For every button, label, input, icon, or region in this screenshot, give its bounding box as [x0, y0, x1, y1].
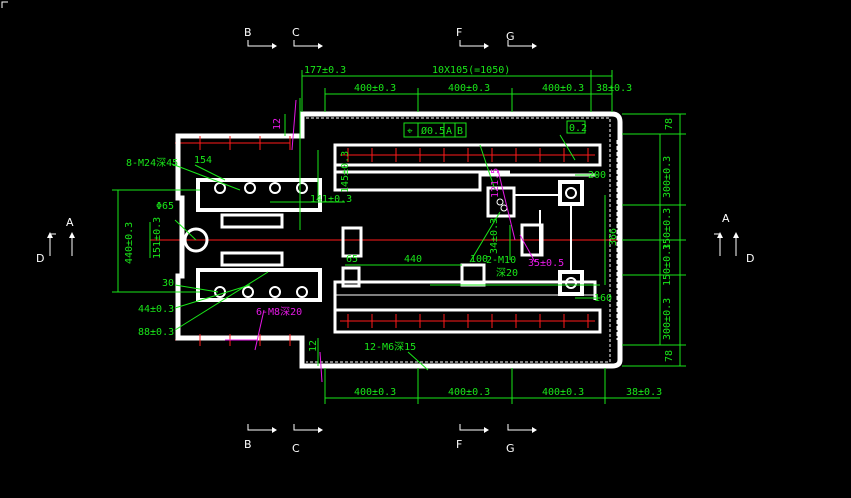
dim-440-mid: 440: [404, 254, 422, 265]
dim-35: 35±0.5: [528, 258, 564, 269]
dim-right-300-top: 300±0.3: [662, 156, 673, 198]
section-label-right-a: A: [722, 212, 730, 225]
dim-44: 44±0.3: [138, 304, 174, 315]
dim-top-span-3: 400±0.3: [542, 83, 584, 94]
tolerance-value: Ø0.5: [421, 125, 445, 137]
dim-200: 200: [588, 170, 606, 181]
dim-top-pitch: 10X105(=1050): [432, 65, 510, 76]
dim-top-right: 38±0.3: [596, 83, 632, 94]
dim-bottom-span-1: 400±0.3: [354, 387, 396, 398]
section-label-left-a: A: [66, 216, 74, 229]
dim-gap-12-top: 12: [272, 118, 283, 130]
dim-145: 145±0.3: [340, 151, 351, 193]
dim-right-150-bottom: 150±0.3: [662, 244, 673, 286]
dim-bottom-span-2: 400±0.3: [448, 387, 490, 398]
dim-top-offset: 177±0.3: [304, 65, 346, 76]
inner-features: [183, 143, 602, 334]
dim-right-300-bottom: 300±0.3: [662, 298, 673, 340]
section-label-bottom-b: B: [244, 438, 252, 451]
section-label-left-d: D: [36, 252, 44, 265]
datum-a: A: [446, 126, 452, 137]
dimension-text: 177±0.3 10X105(=1050) 400±0.3 400±0.3 40…: [124, 65, 675, 398]
dim-440-left: 440±0.3: [124, 222, 135, 264]
dim-phi65: Φ65: [156, 201, 174, 212]
dim-30: 30: [162, 278, 174, 289]
hole-callout-m10: 2-M10: [486, 255, 516, 266]
section-label-bottom-c: C: [292, 442, 300, 455]
dim-154: 154: [194, 155, 212, 166]
dim-65: 65: [346, 254, 358, 265]
hole-callout-m8: 6-M8深20: [256, 306, 302, 318]
corner-mark: [1, 1, 8, 8]
dim-88: 88±0.3: [138, 327, 174, 338]
hole-callout-m24: 8-M24深45: [126, 157, 178, 169]
dimension-lines: [112, 70, 686, 404]
section-label-top-g: G: [506, 30, 515, 43]
dim-top-span-1: 400±0.3: [354, 83, 396, 94]
section-label-bottom-f: F: [456, 438, 462, 451]
datum-b: B: [457, 126, 463, 137]
dim-bottom-right: 38±0.3: [626, 387, 662, 398]
dim-right-78-top: 78: [664, 118, 675, 130]
hole-callout-marks: [225, 99, 536, 383]
centerlines: [150, 115, 640, 367]
section-label-right-d: D: [746, 252, 754, 265]
dim-right-150-top: 150±0.3: [662, 208, 673, 250]
dim-366: 366: [608, 228, 619, 246]
dim-121-5: 121.5: [490, 168, 501, 198]
section-arrows: [47, 40, 739, 433]
flatness-value: 0.2: [569, 123, 587, 134]
dim-gap-12-bottom: 12: [308, 340, 319, 352]
dim-160: 160: [594, 293, 612, 304]
section-label-top-b: B: [244, 26, 252, 39]
hole-callout-m10-depth: 深20: [496, 267, 518, 279]
dim-151: 151±0.3: [152, 217, 163, 259]
part-outline: [175, 111, 623, 369]
section-label-top-f: F: [456, 26, 462, 39]
section-label-bottom-g: G: [506, 442, 515, 455]
dim-100: 100: [470, 254, 488, 265]
section-label-top-c: C: [292, 26, 300, 39]
dim-top-span-2: 400±0.3: [448, 83, 490, 94]
position-tolerance-symbol: ⌖: [407, 126, 413, 137]
hole-callout-m6: 12-M6深15: [364, 341, 416, 353]
dim-141: 141±0.3: [310, 194, 352, 205]
dim-34: 34±0.3: [489, 218, 500, 254]
dim-right-78-bottom: 78: [664, 350, 675, 362]
section-labels: B C F G B C F G A D A D: [36, 26, 754, 455]
dim-bottom-span-3: 400±0.3: [542, 387, 584, 398]
